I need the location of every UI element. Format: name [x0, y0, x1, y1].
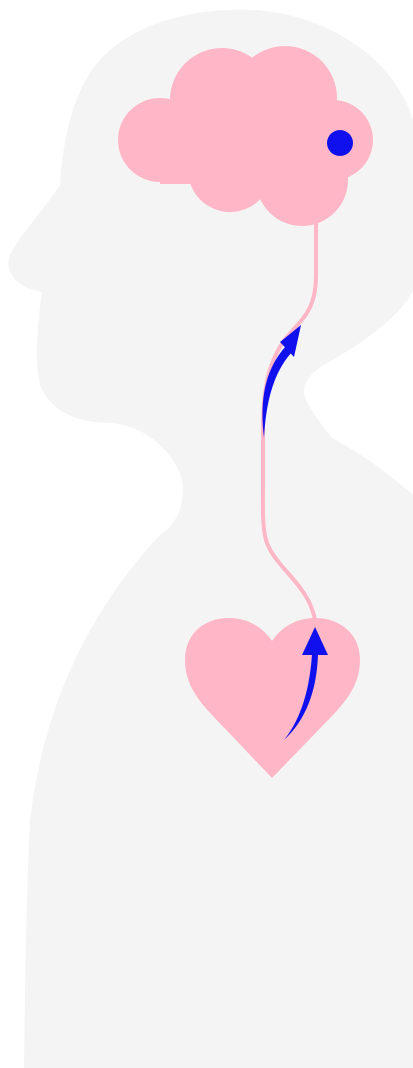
brain-base [160, 100, 335, 184]
brain-marker-dot [327, 130, 353, 156]
